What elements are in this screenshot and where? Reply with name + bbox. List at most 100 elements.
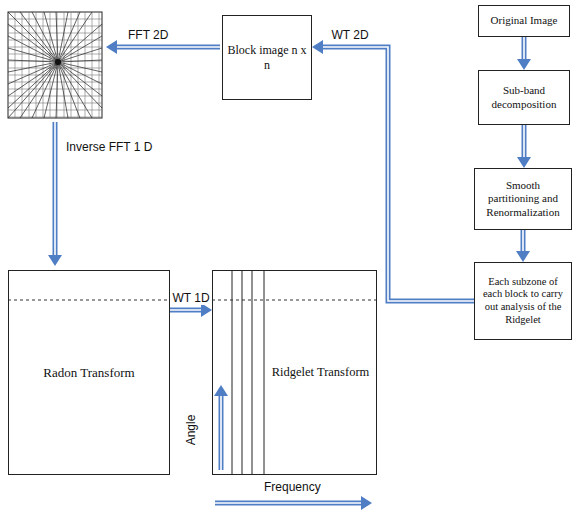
arrow-head	[312, 40, 323, 54]
grid-line	[8, 96, 102, 97]
node-text: Smooth partitioning and Renormalization	[479, 179, 567, 219]
radial-line	[32, 12, 58, 62]
grid-line	[8, 40, 102, 41]
node-text: Original Image	[491, 14, 558, 27]
grid-line	[8, 89, 102, 90]
grid-line	[36, 12, 37, 118]
band-divider	[242, 270, 243, 475]
grid-line	[8, 110, 102, 111]
radial-line	[44, 12, 58, 62]
flow-arrow	[517, 37, 531, 70]
radial-line	[20, 12, 58, 62]
transform-panel: Ridgelet Transform	[212, 270, 377, 475]
grid-line	[99, 12, 100, 118]
radial-line	[8, 60, 58, 62]
arrow-head	[517, 59, 531, 70]
arrow-head	[517, 157, 531, 168]
radial-line	[8, 12, 58, 62]
frequency-grid-frame	[8, 12, 102, 118]
grid-center	[55, 59, 61, 65]
flow-arrow	[516, 230, 530, 262]
node-text: Each subzone of each block to carry out …	[479, 276, 567, 326]
arrow-shaft	[219, 393, 224, 470]
dashed-row-line	[212, 300, 377, 301]
process-box: Original Image	[478, 5, 570, 37]
frequency-axis-arrow	[215, 496, 372, 510]
arrow-shaft	[521, 230, 526, 254]
radial-line	[58, 24, 102, 62]
grid-line	[78, 12, 79, 118]
node-text: Ridgelet Transform	[272, 365, 370, 380]
radial-line	[8, 62, 58, 84]
edge-label: WT 1D	[170, 291, 211, 305]
radial-line	[58, 60, 102, 62]
transform-label: Frequency	[262, 480, 323, 494]
flow-arrow	[170, 303, 212, 317]
process-box: Each subzone of each block to carry out …	[474, 262, 572, 340]
arrow-shaft	[170, 308, 204, 313]
radial-line	[8, 24, 58, 62]
transform-label: Inverse FFT 1 D	[64, 140, 154, 154]
radial-line	[32, 62, 58, 118]
frequency-grid	[8, 12, 102, 118]
grid-line	[8, 54, 102, 55]
arrow-shaft	[522, 125, 527, 160]
process-box: Sub-band decomposition	[478, 70, 570, 125]
arrow-shaft-inner	[523, 125, 525, 160]
arrow-shaft-inner	[320, 47, 474, 301]
arrow-shaft	[320, 47, 474, 301]
arrow-shaft-inner	[215, 502, 364, 504]
band-divider	[252, 270, 253, 475]
band-divider	[264, 270, 265, 475]
radial-line	[8, 62, 58, 118]
grid-line	[8, 82, 102, 83]
arrow-shaft-inner	[220, 393, 222, 470]
radial-line	[58, 62, 102, 84]
node-text: Radon Transform	[43, 365, 134, 381]
dashed-row-line	[8, 300, 170, 301]
radial-line	[58, 62, 102, 96]
grid-line	[8, 33, 102, 34]
arrow-head	[361, 496, 372, 510]
flow-arrow	[312, 40, 474, 301]
radial-line	[8, 62, 58, 96]
arrow-shaft	[114, 45, 220, 50]
grid-line	[8, 47, 102, 48]
block-image-box: Block image n x n	[222, 15, 312, 100]
grid-line	[92, 12, 93, 118]
edge-label: WT 2D	[329, 28, 370, 42]
grid-line	[85, 12, 86, 118]
arrow-shaft-inner	[114, 46, 220, 48]
arrow-head	[48, 255, 62, 266]
inverse-fft-arrow	[48, 122, 62, 266]
arrow-head	[106, 40, 117, 54]
radial-line	[58, 48, 102, 62]
grid-line	[8, 117, 102, 118]
band-divider	[232, 270, 233, 475]
arrow-head	[516, 251, 530, 262]
flow-arrow	[517, 125, 531, 168]
axis-label: Angle	[184, 413, 198, 448]
radial-line	[8, 36, 58, 62]
arrow-shaft-inner	[522, 230, 524, 254]
transform-label: FFT 2D	[126, 28, 170, 42]
node-text: Block image n x n	[227, 43, 307, 72]
radial-line	[8, 62, 58, 108]
arrow-shaft-inner	[54, 122, 56, 258]
process-box: Smooth partitioning and Renormalization	[474, 168, 572, 230]
arrow-shaft	[215, 501, 364, 506]
arrow-shaft	[53, 122, 58, 258]
radial-line	[56, 62, 58, 118]
grid-line	[29, 12, 30, 118]
radial-line	[58, 36, 102, 62]
radial-line	[56, 12, 58, 62]
radial-line	[8, 48, 58, 62]
arrow-head	[201, 303, 212, 317]
radial-line	[58, 62, 102, 108]
radial-line	[58, 12, 80, 62]
arrow-shaft	[522, 37, 527, 62]
arrow-head	[214, 385, 228, 396]
